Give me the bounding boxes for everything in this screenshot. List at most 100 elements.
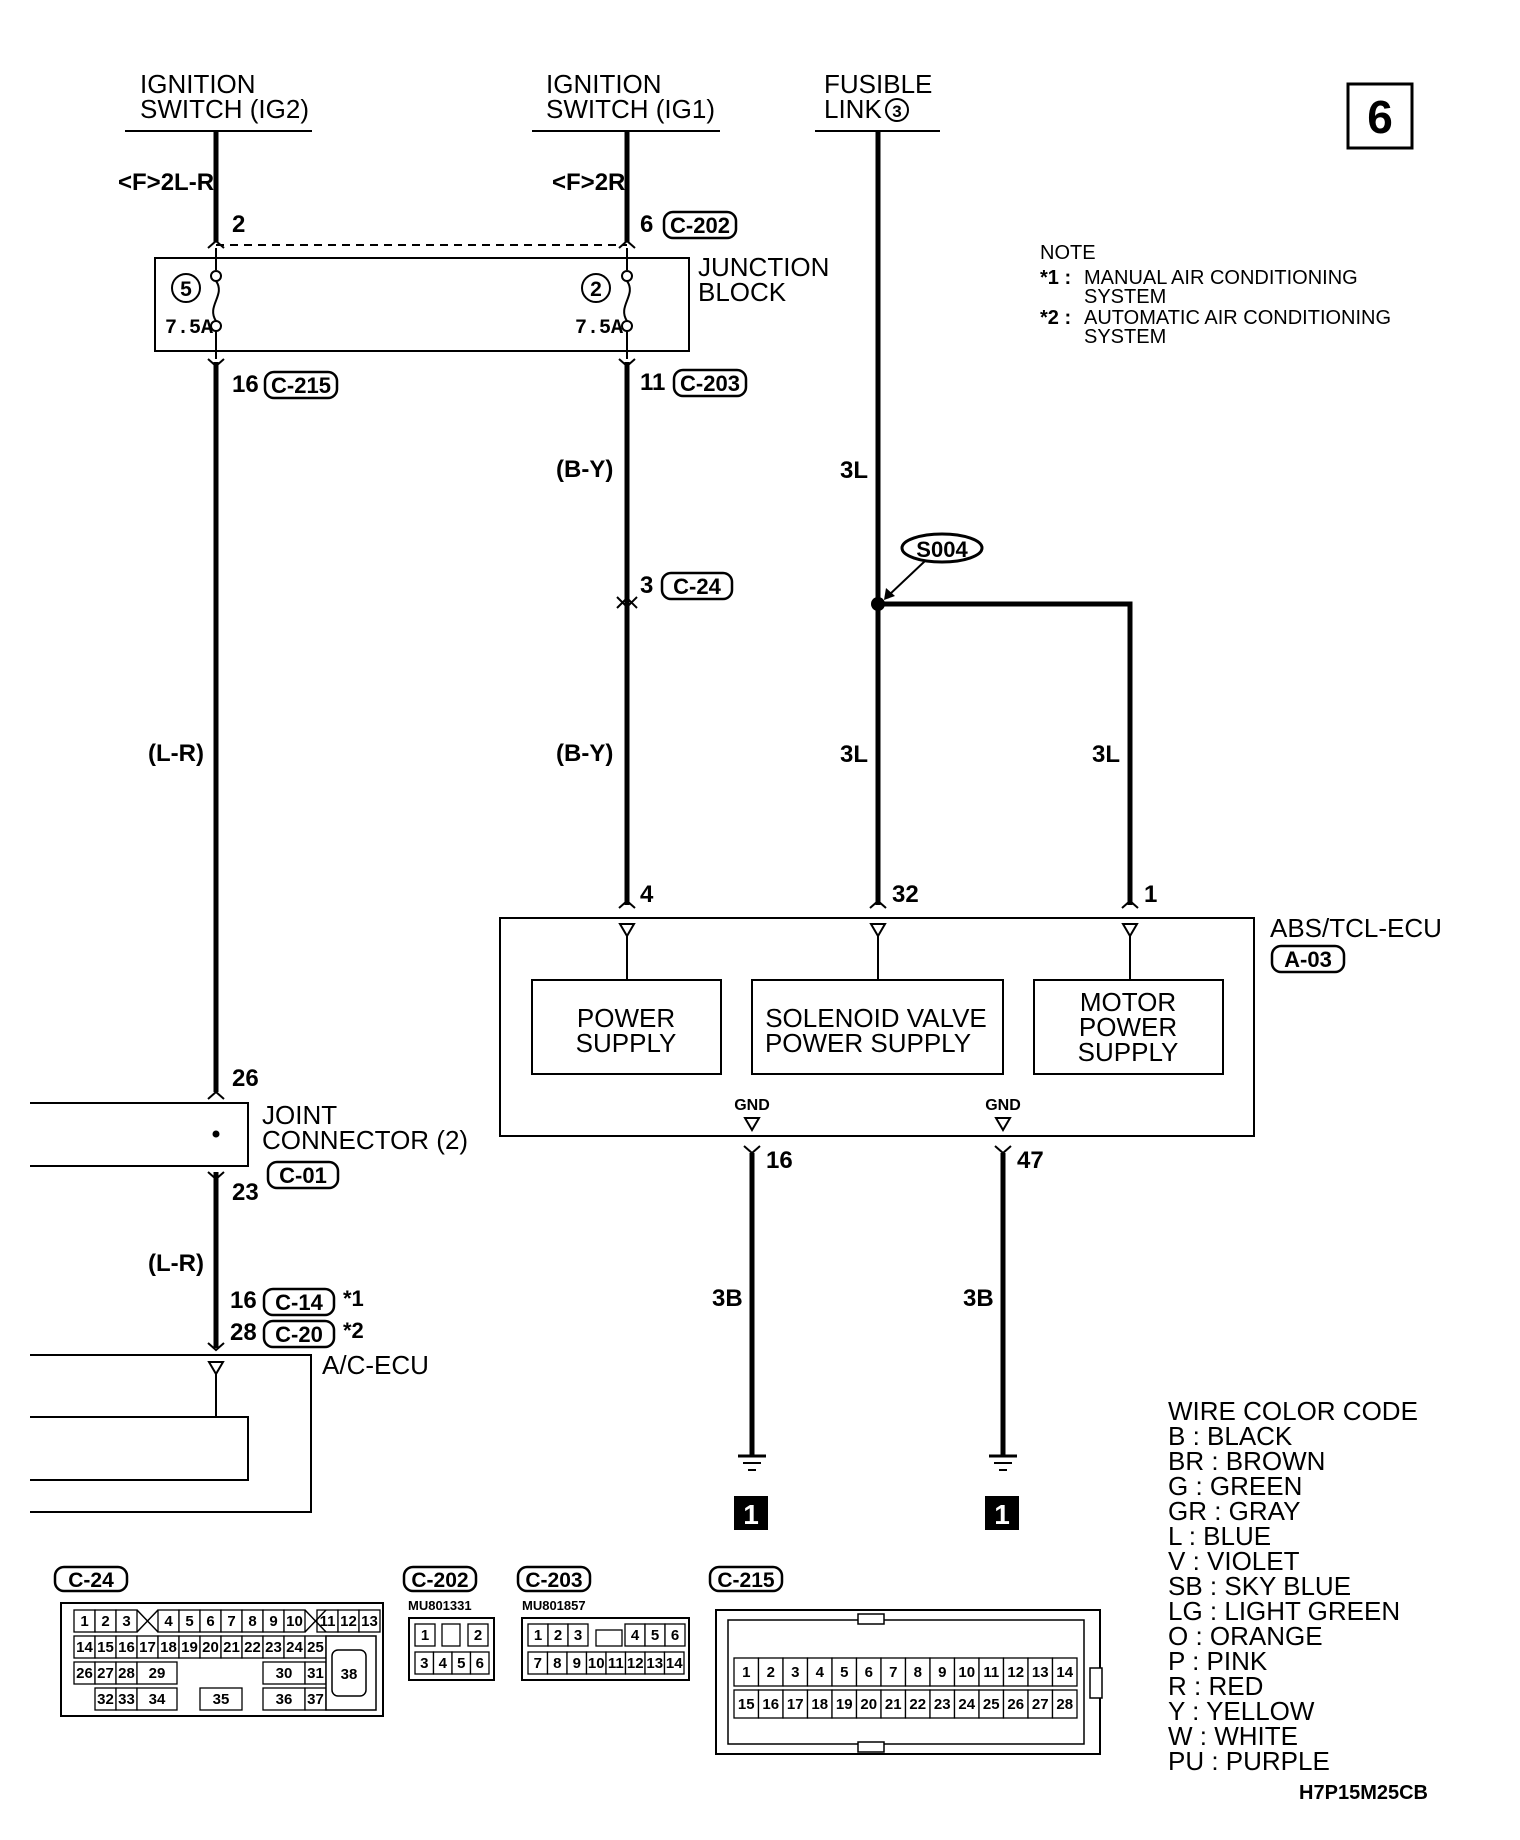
note-star2-line1: AUTOMATIC AIR CONDITIONING xyxy=(1084,307,1391,329)
fuse-left-number-circle xyxy=(171,273,201,303)
pin-number: 6 xyxy=(671,1627,679,1644)
ecu-input-chevron-1 xyxy=(1121,899,1139,909)
pin-number: 5 xyxy=(457,1655,465,1672)
junction-label-line1: JUNCTION xyxy=(698,252,829,282)
pin-47: 47 xyxy=(1017,1147,1044,1174)
pin-number: 29 xyxy=(149,1665,166,1682)
note-star2-line2: SYSTEM xyxy=(1084,326,1166,348)
ecu-gnd-triangle-right xyxy=(994,1117,1012,1132)
connector-tag-c215-text: C-215 xyxy=(271,373,331,398)
terminal-chevron-ig1-in xyxy=(618,239,636,249)
pin-number: 25 xyxy=(307,1639,324,1656)
connector-tag-c202: C-202 xyxy=(662,210,738,240)
pin-cell xyxy=(733,1657,760,1687)
pin-number: 34 xyxy=(149,1691,166,1708)
pin-number: 30 xyxy=(276,1665,293,1682)
pin-cell xyxy=(1051,1689,1078,1719)
pin-number: 1 xyxy=(80,1613,88,1630)
ground-ref-box-right xyxy=(985,1496,1019,1530)
pin-number: 4 xyxy=(816,1664,825,1681)
color-code-entry: SB : SKY BLUE xyxy=(1168,1571,1351,1601)
joint-label-line1: JOINT xyxy=(262,1100,337,1130)
pin-number: 5 xyxy=(840,1664,848,1681)
connector-tag-c14-text: C-14 xyxy=(275,1290,323,1315)
pin-number: 8 xyxy=(248,1613,256,1630)
wire-by-lower: (B-Y) xyxy=(556,740,613,767)
pin-number: 18 xyxy=(811,1696,828,1713)
fusible-label-line2: LINK xyxy=(824,94,882,124)
joint-chevron-out xyxy=(207,1171,225,1181)
pin-number: 13 xyxy=(1032,1664,1049,1681)
pin-number: 5 xyxy=(651,1627,659,1644)
c215-pin-cells: 1152163174185196207218229231024112512261… xyxy=(733,1657,1078,1719)
color-code-entry: P : PINK xyxy=(1168,1646,1268,1676)
ecu-solenoid-line1: SOLENOID VALVE xyxy=(765,1003,987,1033)
pin-number: 12 xyxy=(627,1655,644,1672)
pin-number: 18 xyxy=(160,1639,177,1656)
wire-3l-branch: 3L xyxy=(1092,741,1120,768)
socket-outline xyxy=(331,1649,367,1697)
splice-s004-dot xyxy=(871,597,885,611)
fuse-right-element xyxy=(623,280,631,322)
junction-block xyxy=(154,257,690,352)
pin-number: 10 xyxy=(958,1664,975,1681)
pin-number: 27 xyxy=(97,1665,114,1682)
abs-tcl-ecu-label: ABS/TCL-ECU xyxy=(1270,913,1442,943)
ig1-label-line1: IGNITION xyxy=(546,69,662,99)
pin-number: 38 xyxy=(341,1666,358,1683)
pin-number: 4 xyxy=(631,1627,640,1644)
color-code-entry: LG : LIGHT GREEN xyxy=(1168,1596,1400,1626)
joint-chevron-in xyxy=(207,1090,225,1100)
pin-number: 11 xyxy=(320,1613,336,1630)
wire-by-upper: (B-Y) xyxy=(556,456,613,483)
pin-cell xyxy=(1027,1689,1054,1719)
pin-26: 26 xyxy=(232,1065,259,1092)
joint-label-line2: CONNECTOR (2) xyxy=(262,1125,468,1155)
pin-16-gnd: 16 xyxy=(766,1147,793,1174)
note-star1-line2: SYSTEM xyxy=(1084,286,1166,308)
pin-number: 3 xyxy=(574,1627,582,1644)
pin-number: 17 xyxy=(139,1639,156,1656)
pin-number: 1 xyxy=(742,1664,750,1681)
pin-number: 23 xyxy=(265,1639,282,1656)
pin-number: 12 xyxy=(1007,1664,1024,1681)
pin-cell xyxy=(855,1657,882,1687)
pin-cell xyxy=(1051,1657,1078,1687)
pin-23: 23 xyxy=(232,1179,259,1206)
ecu-input-triangle-4 xyxy=(618,923,636,938)
pin-number: 28 xyxy=(1056,1696,1073,1713)
pin-number: 2 xyxy=(101,1613,109,1630)
pin-number: 4 xyxy=(439,1655,448,1672)
pin-number: 35 xyxy=(213,1691,230,1708)
fuse-right-contact-top xyxy=(621,270,633,282)
ecu-input-chevron-32 xyxy=(869,899,887,909)
diagram-id: H7P15M25CB xyxy=(1299,1782,1428,1804)
pin-number: 8 xyxy=(553,1655,561,1672)
pin-cell xyxy=(782,1657,809,1687)
pin-number: 14 xyxy=(76,1639,93,1656)
pin-number: 2 xyxy=(474,1627,482,1644)
connector-tag-c01: C-01 xyxy=(266,1160,340,1190)
pin-16-c215: 16 xyxy=(232,371,259,398)
pin-cell xyxy=(136,1661,178,1685)
pin-cell xyxy=(1027,1657,1054,1687)
pin-number: 6 xyxy=(206,1613,214,1630)
wire-3l-top: 3L xyxy=(840,457,868,484)
pin-number: 6 xyxy=(865,1664,873,1681)
pin-cell xyxy=(325,1635,377,1711)
pin-number: 9 xyxy=(269,1613,277,1630)
pin-number: 16 xyxy=(118,1639,135,1656)
pin-number: 21 xyxy=(223,1639,240,1656)
wire-ig1-code: <F>2R xyxy=(552,169,625,196)
connector-face-c202-title: C-202 xyxy=(411,1569,468,1592)
pin-number: 3 xyxy=(122,1613,130,1630)
ig1-label-line2: SWITCH (IG1) xyxy=(546,94,715,124)
pin-cell xyxy=(1002,1657,1029,1687)
pin-number: 13 xyxy=(361,1613,378,1630)
connector-face-c215-title: C-215 xyxy=(717,1569,775,1592)
pin-cell xyxy=(953,1689,980,1719)
